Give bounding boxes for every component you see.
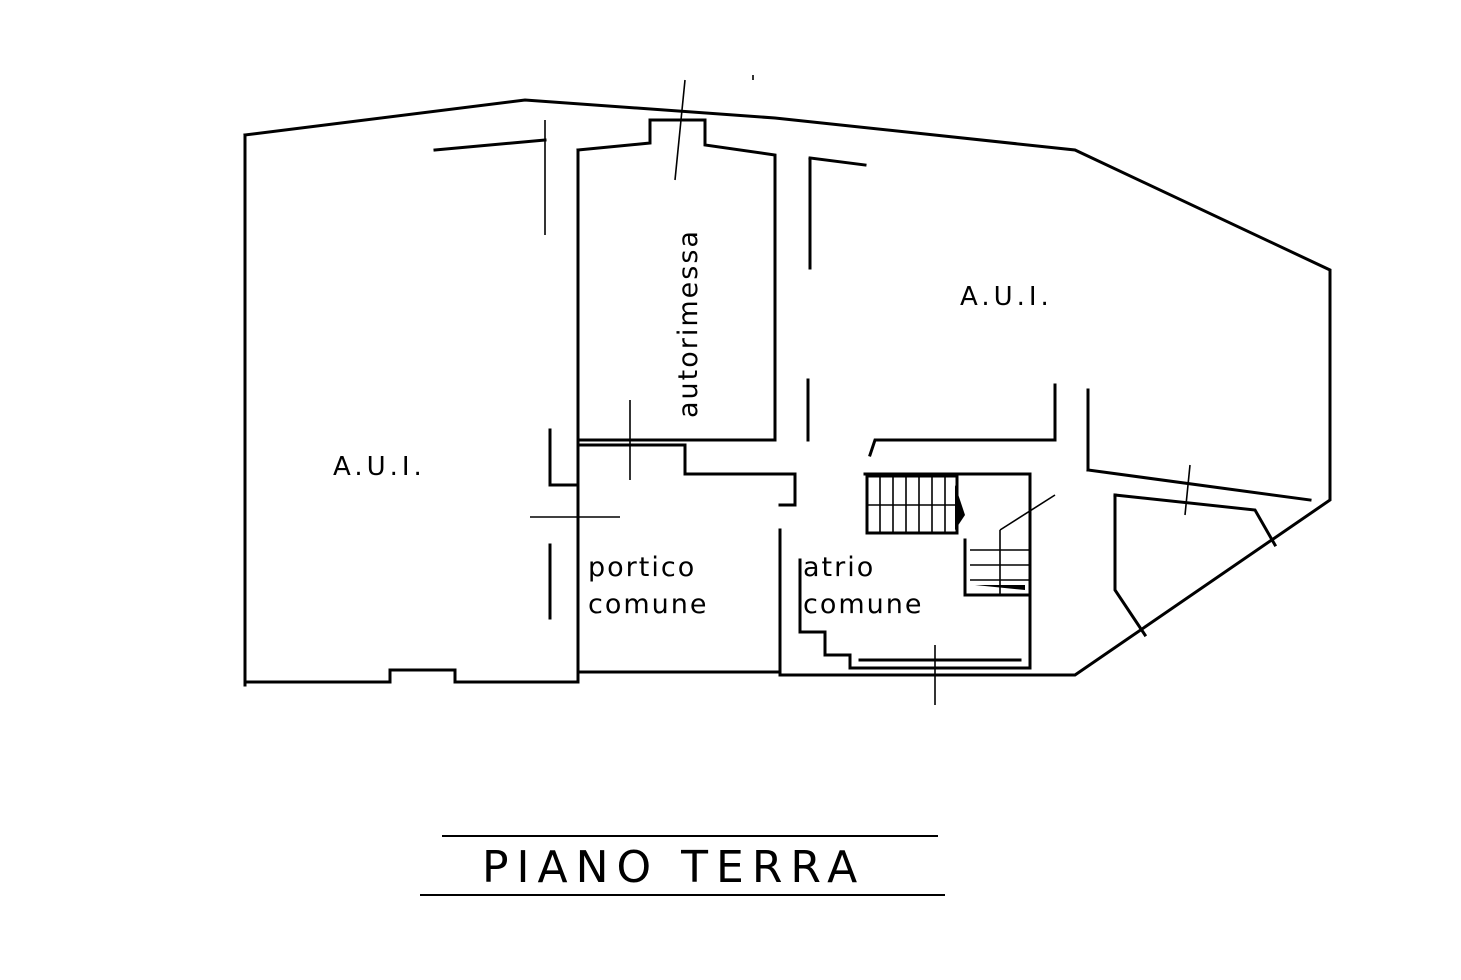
room-label-portico-line2: comune [588, 589, 709, 620]
room-label-garage: autorimessa [673, 229, 704, 418]
room-label-aui-right: A.U.I. [960, 282, 1053, 312]
room-label-atrio-line2: comune [803, 589, 924, 620]
room-label-atrio: atrio [803, 552, 875, 583]
interior-walls [433, 75, 1312, 705]
room-label-aui-left: A.U.I. [333, 452, 426, 482]
room-label-portico: portico [588, 552, 696, 583]
outer-walls [243, 98, 1332, 687]
plan-title: PIANO TERRA [482, 842, 865, 893]
staircase [865, 474, 1032, 597]
